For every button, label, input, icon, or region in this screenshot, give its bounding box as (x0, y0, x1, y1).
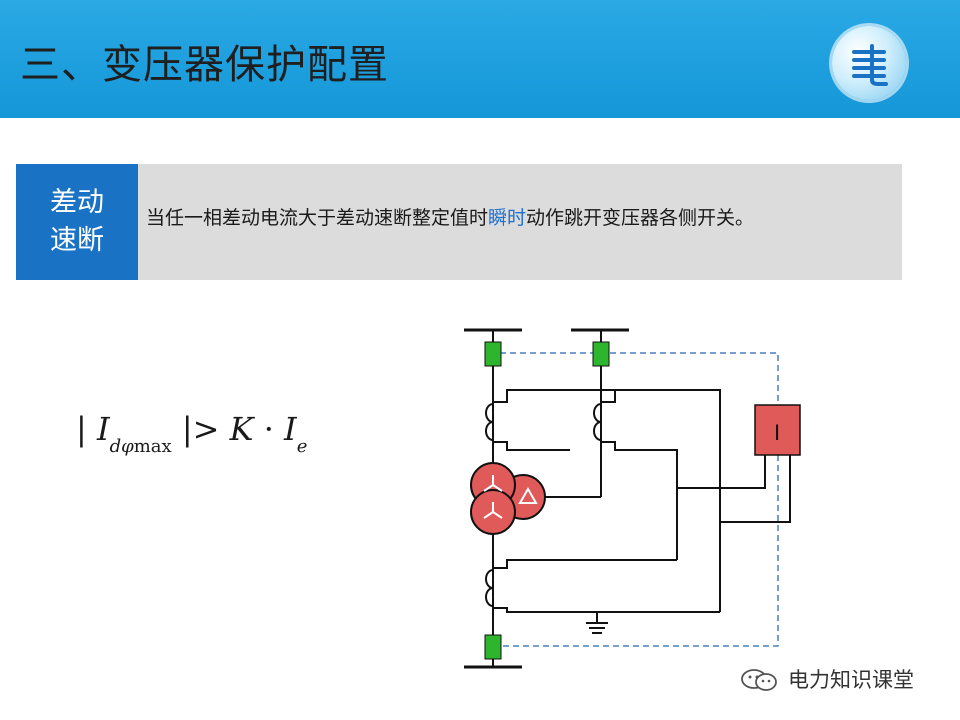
tag-line-1: 差动 (50, 187, 104, 218)
breaker-bottom (484, 634, 502, 660)
formula-I: I (96, 410, 110, 448)
wire-ct2-a (601, 390, 616, 403)
wire-ct1-a (493, 389, 721, 612)
watermark-text: 电力知识课堂 (788, 668, 914, 692)
formula-sub: dφmax (110, 436, 172, 457)
wire-to-relay-1 (677, 455, 766, 489)
header-bar: 三、变压器保护配置 (0, 0, 960, 118)
delta-symbol (518, 486, 538, 504)
formula-sub-max: max (133, 436, 172, 457)
formula-sub-dphi: dφ (109, 436, 134, 457)
relay-label: I (774, 420, 780, 445)
desc-after: 动作跳开变压器各侧开关。 (526, 207, 755, 229)
ct-coil-top-left (485, 403, 494, 441)
formula-sub-e: e (296, 436, 308, 457)
ct-coil-top-right (593, 403, 602, 441)
desc-highlight: 瞬时 (488, 207, 527, 229)
formula-bar-left: | (76, 410, 97, 448)
info-box (16, 164, 902, 280)
trip-dashed-top (500, 352, 779, 405)
wire-ct2-b (601, 441, 678, 560)
page-title: 三、变压器保护配置 (20, 42, 389, 88)
wye-symbol-top (483, 475, 503, 492)
desc-before: 当任一相差动电流大于差动速断整定值时 (146, 207, 489, 229)
wire-ct3-b (493, 607, 720, 613)
formula: | Idφmax |> K · Ie (76, 410, 307, 457)
breaker-top-right (592, 341, 610, 367)
breaker-top-left (484, 341, 502, 367)
section-tag: 差动 速断 (16, 164, 138, 280)
formula-dot: · (253, 410, 285, 448)
tag-line-2: 速断 (50, 225, 104, 256)
formula-I2: I (284, 410, 297, 448)
formula-bar-right: |> (171, 410, 230, 448)
wire-ct3-a (493, 559, 677, 569)
wechat-icon (740, 668, 780, 696)
relay-box (754, 404, 801, 456)
ct-coil-bottom (485, 569, 494, 607)
trip-dashed-bottom (500, 455, 779, 647)
logo-icon (832, 26, 906, 100)
wire-to-relay-2 (720, 455, 791, 523)
wire-ct1-b (493, 441, 570, 451)
formula-K: K (229, 410, 254, 448)
wye-symbol-bottom (483, 502, 503, 519)
description-text: 当任一相差动电流大于差动速断整定值时瞬时动作跳开变压器各侧开关。 (146, 203, 754, 230)
